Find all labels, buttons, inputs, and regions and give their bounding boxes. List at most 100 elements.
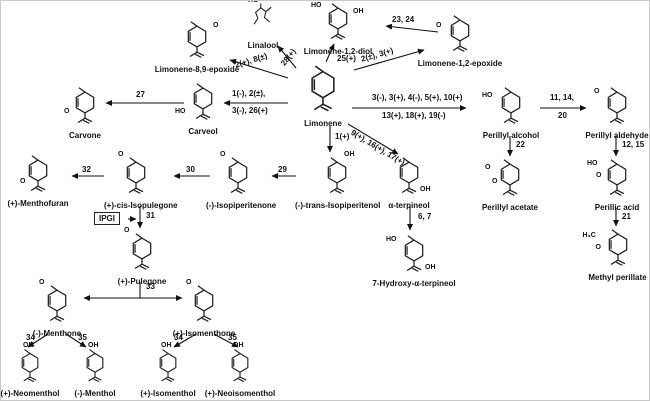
diol-structure: HO OH bbox=[311, 2, 364, 42]
node-cis-isopulegone: O(+)-cis-Isopulegone bbox=[104, 151, 178, 211]
atom-label: O bbox=[485, 164, 491, 171]
node-carvone: O Carvone bbox=[55, 86, 115, 141]
compound-label: (+)-Isomenthol bbox=[140, 389, 196, 398]
atom-label: HO bbox=[482, 92, 493, 99]
neoisomenthol-structure: OH bbox=[227, 342, 253, 384]
perillyl-aldehyde-structure: O bbox=[594, 86, 632, 126]
arrow-label-12-15: 12, 15 bbox=[622, 140, 645, 149]
atom-label: O bbox=[20, 178, 26, 185]
terpineol-structure: OH bbox=[394, 156, 431, 196]
atom-label: OH bbox=[161, 342, 172, 349]
atom-label: O bbox=[594, 88, 600, 95]
limonene-structure bbox=[306, 64, 340, 114]
node-neoisomenthol: OH (+)-Neoisomenthol bbox=[202, 342, 278, 399]
atom-label: O bbox=[39, 279, 45, 286]
node-carveol: HO Carveol bbox=[172, 82, 234, 137]
atom-label: OH bbox=[353, 8, 364, 15]
compound-label: (+)-Menthofuran bbox=[7, 199, 69, 208]
arrow-label-aldehyde-1: 11, 14, bbox=[550, 93, 575, 102]
menthofuran-structure: O bbox=[20, 154, 53, 194]
node-menthol: OH(-)-Menthol bbox=[66, 342, 124, 399]
atom-label: O bbox=[492, 178, 498, 185]
arrow-label-1: 1(+) bbox=[335, 132, 350, 141]
arrow-label-carveol-2: 3(-), 26(+) bbox=[232, 106, 268, 115]
arrow-label-34-left: 34 bbox=[26, 333, 35, 342]
arrow-label-35-right: 35 bbox=[228, 333, 237, 342]
node-limonene: Limonene bbox=[288, 64, 358, 129]
arrow-label-perillyl-2: 13(+), 18(+), 19(-) bbox=[382, 111, 446, 120]
menthol-structure: OH bbox=[82, 342, 108, 384]
node-isomenthone: O (+)-Isomenthone bbox=[170, 279, 238, 339]
arrow-label-32: 32 bbox=[82, 165, 91, 174]
pulegone-structure: O bbox=[124, 227, 157, 272]
arrow-label-22: 22 bbox=[516, 140, 525, 149]
compound-label: (-)-trans-Isopiperitenol bbox=[295, 201, 381, 210]
node-limonene-8-9-epoxide: O Limonene-8,9-epoxide bbox=[142, 20, 252, 75]
atom-label: O bbox=[596, 172, 602, 179]
arrow-label-33: 33 bbox=[146, 282, 155, 291]
epoxide89-structure: O bbox=[182, 20, 218, 60]
arrow-label-23-24: 23, 24 bbox=[392, 15, 415, 24]
arrow-label-27: 27 bbox=[136, 90, 145, 99]
compound-label: Carveol bbox=[188, 127, 218, 136]
atom-label: O bbox=[118, 151, 124, 158]
compound-label: (-)-Menthone bbox=[32, 329, 82, 338]
atom-label: O bbox=[220, 151, 226, 158]
atom-label: O bbox=[595, 244, 601, 251]
compound-label: Perillyl acetate bbox=[481, 203, 539, 212]
compound-label: α-terpineol bbox=[388, 201, 430, 210]
atom-label: HO bbox=[248, 0, 259, 4]
atom-label: O bbox=[186, 279, 192, 286]
node-pulegone: O(+)-Pulegone bbox=[112, 227, 172, 287]
atom-label: OH bbox=[425, 264, 436, 271]
isomenthol-structure: OH bbox=[155, 342, 181, 384]
atom-label: OH bbox=[23, 342, 34, 349]
compound-label: Linalool bbox=[247, 41, 279, 50]
isomenthone-structure: O bbox=[186, 279, 219, 324]
arrow-label-perillyl-1: 3(-), 3(+), 4(-), 5(+), 10(+) bbox=[372, 93, 463, 102]
node-neomenthol: OH (+)-Neomenthol bbox=[0, 342, 60, 399]
atom-label: OH bbox=[88, 342, 99, 349]
carveol-structure: HO bbox=[175, 82, 218, 122]
compound-label: (+)-Neoisomenthol bbox=[204, 389, 276, 398]
node-menthofuran: O (+)-Menthofuran bbox=[6, 154, 70, 209]
ipgi-box: IPGI bbox=[94, 212, 121, 225]
arrow-label-diol: 25(+) bbox=[337, 54, 356, 63]
compound-label: (+)-Neomenthol bbox=[0, 389, 60, 398]
atom-label: O bbox=[64, 108, 70, 115]
arrow-label-35-left: 35 bbox=[78, 333, 87, 342]
node-menthone: O (-)-Menthone bbox=[26, 279, 88, 339]
compound-label: Limonene-1,2-diol bbox=[303, 47, 373, 56]
perillic-acid-structure: HO O bbox=[587, 158, 632, 198]
atom-label: O bbox=[124, 227, 130, 234]
arrow-label-carveol-1: 1(-), 2(±), bbox=[232, 89, 266, 98]
atom-label: OH bbox=[233, 342, 244, 349]
compound-label: (+)-Isomenthone bbox=[172, 329, 236, 338]
atom-label: H₃C bbox=[582, 232, 596, 239]
compound-label: Carvone bbox=[68, 131, 101, 140]
isopiperitenol-structure: OH bbox=[322, 151, 355, 196]
neomenthol-structure: OH bbox=[17, 342, 43, 384]
arrow-label-29: 29 bbox=[278, 165, 287, 174]
arrow-label-21: 21 bbox=[622, 212, 631, 221]
atom-label: HO bbox=[587, 160, 598, 167]
node-perillic-acid: HO O Perillic acid bbox=[582, 158, 650, 213]
arrow-label-31: 31 bbox=[146, 211, 155, 220]
atom-label: O bbox=[436, 22, 442, 29]
atom-label: HO bbox=[311, 2, 322, 9]
compound-label: Perillic acid bbox=[594, 203, 640, 212]
node-methyl-perillate: H₃C O Methyl perillate bbox=[580, 228, 650, 283]
compound-label: 7-Hydroxy-α-terpineol bbox=[372, 279, 456, 288]
compound-label: (-)-Isopiperitenone bbox=[206, 201, 277, 210]
arrow-label-34-right: 34 bbox=[174, 333, 183, 342]
compound-label: Limonene-8,9-epoxide bbox=[154, 65, 240, 74]
compound-label: Perillyl alcohol bbox=[482, 131, 540, 140]
compound-label: Methyl perillate bbox=[588, 273, 647, 282]
node-linalool: HO Linalool bbox=[232, 0, 294, 51]
isopulegone-structure: O bbox=[118, 151, 151, 196]
